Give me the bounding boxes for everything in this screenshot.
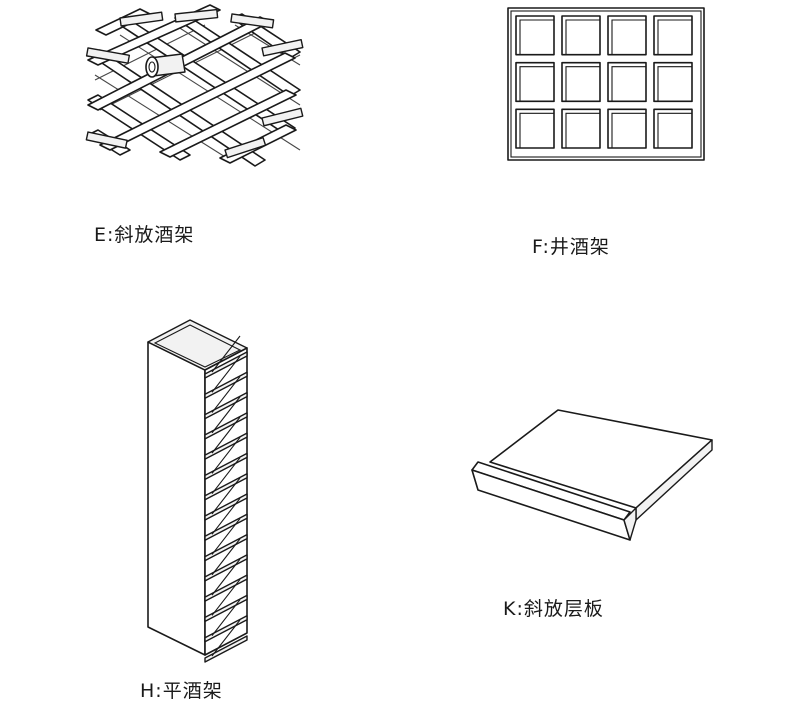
tall-rack-shelf [204, 615, 248, 643]
tall-rack-shelf [204, 452, 248, 481]
grid-wine-rack-drawing [507, 7, 705, 161]
tall-rack-shelf [204, 513, 248, 541]
grid-rack-cell [515, 108, 555, 149]
diagonal-wine-rack-drawing [85, 4, 304, 167]
tall-rack-shelf [204, 391, 248, 420]
caption-flat-wine-rack: H:平酒架 [140, 680, 223, 702]
tall-rack-shelf [204, 594, 248, 623]
grid-rack-cell [561, 15, 601, 56]
tall-rack-shelf [204, 533, 248, 562]
tall-rack-shelf [204, 493, 248, 521]
grid-rack-cell [561, 108, 601, 149]
grid-rack-cell [653, 15, 693, 56]
grid-rack-cell [515, 15, 555, 56]
bottle-illustration [145, 53, 186, 78]
grid-rack-cell [653, 61, 693, 103]
grid-rack-cell [607, 108, 647, 149]
grid-rack-cell [653, 108, 693, 149]
grid-rack-cell [607, 15, 647, 56]
caption-grid-wine-rack: F:井酒架 [532, 236, 610, 258]
caption-diagonal-wine-rack: E:斜放酒架 [94, 224, 195, 246]
tall-rack-shelf [204, 432, 248, 460]
tall-rack-shelf [204, 412, 248, 440]
grid-rack-cell [607, 61, 647, 103]
tall-rack-shelf [204, 473, 248, 501]
tall-rack-shelf [204, 635, 248, 663]
grid-rack-cell [561, 61, 601, 103]
tall-wine-rack-drawing [147, 319, 248, 663]
inclined-shelf-drawing [471, 409, 713, 541]
caption-inclined-shelf: K:斜放层板 [503, 598, 604, 620]
tall-rack-shelf [204, 371, 248, 399]
grid-rack-cell [515, 61, 555, 103]
tall-rack-shelf [204, 554, 248, 582]
tall-rack-shelf [204, 574, 248, 602]
tall-rack-shelf [204, 351, 248, 379]
